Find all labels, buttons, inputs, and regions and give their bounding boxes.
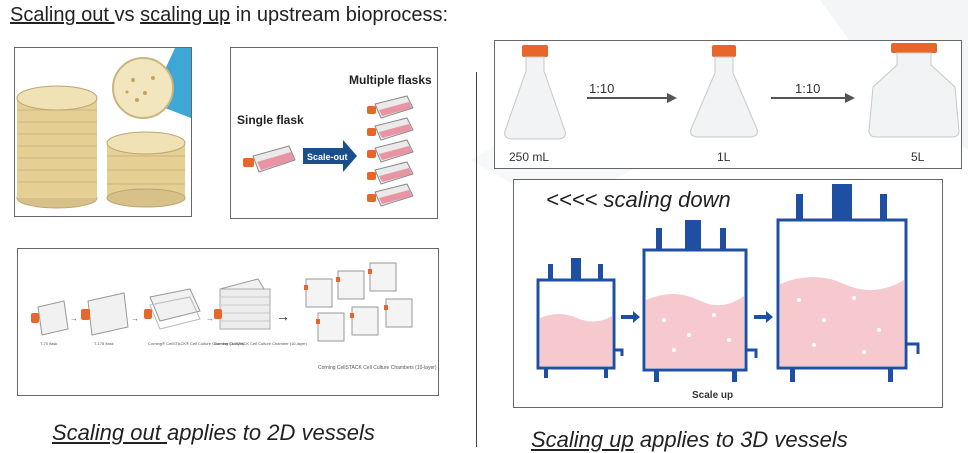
bioreactor-panel: <<<< scaling down (513, 179, 943, 408)
caption-left: Scaling out applies to 2D vessels (52, 420, 375, 446)
caption-right-rest: applies to 3D vessels (633, 427, 848, 452)
title-rest: in upstream bioprocess: (230, 4, 449, 26)
scale-out-arrow-label: Scale-out (307, 152, 348, 162)
scale-up-arrow-1 (621, 311, 640, 323)
small-bioreactor-icon (536, 258, 624, 378)
scale-up-label: Scale up (692, 390, 733, 401)
t75-flask-icon (31, 300, 69, 336)
title-scaling-out: Scaling out (10, 4, 115, 26)
flask-1l-icon (690, 45, 758, 138)
flask-label-1: T-75 flask (40, 341, 57, 346)
petri-dish-stack-left (16, 85, 98, 209)
volume-label-5l: 5L (911, 150, 925, 164)
caption-right: Scaling up applies to 3D vessels (531, 427, 848, 453)
petri-dish-image (16, 48, 191, 209)
ratio-arrow-1 (587, 93, 677, 103)
erlenmeyer-panel: 1:10 1:10 250 mL 1L 5L (494, 40, 962, 169)
flask-label-4: Corning CellSTACK Cell Culture Chamber (… (214, 341, 308, 346)
svg-text:→: → (276, 308, 290, 324)
vertical-divider (476, 72, 477, 447)
ratio-label-1: 1:10 (589, 81, 614, 96)
svg-text:→: → (131, 314, 139, 323)
svg-text:→: → (70, 314, 78, 323)
flask-label-3: Corning® CellSTACK® Cell Culture Chamber… (148, 341, 245, 346)
cellstack-chambers-icon (304, 262, 413, 342)
page-title: Scaling out vs scaling up in upstream bi… (10, 4, 448, 27)
petri-dish-hand (112, 48, 191, 119)
bioreactor-image: <<<< scaling down (536, 184, 920, 401)
flask-sequence-panel: T-75 flask → T-175 flask → Corning® Cell… (17, 248, 439, 396)
petri-dish-panel (14, 47, 192, 217)
large-bioreactor-icon (776, 184, 920, 382)
ratio-arrow-2 (771, 93, 855, 103)
scale-out-flasks-panel: Single flask Multiple flasks Scale-out (230, 47, 438, 219)
caption-right-underlined: Scaling up (531, 427, 634, 452)
ratio-label-2: 1:10 (795, 81, 820, 96)
flask-label-5: Corning CellSTACK Cell Culture Chambers … (318, 365, 437, 371)
erlenmeyer-image: 1:10 1:10 250 mL 1L 5L (504, 43, 960, 164)
svg-text:→: → (206, 314, 214, 323)
multiple-flasks-stack (367, 95, 414, 207)
volume-label-1l: 1L (717, 150, 731, 164)
flask-label-2: T-175 flask (94, 341, 114, 346)
flask-sequence-image: T-75 flask → T-175 flask → Corning® Cell… (31, 262, 437, 371)
caption-left-underlined: Scaling out (52, 420, 167, 445)
single-flask-label: Single flask (237, 113, 304, 127)
title-vs: vs (114, 4, 141, 26)
title-scaling-up: scaling up (140, 4, 231, 26)
medium-bioreactor-icon (642, 220, 758, 382)
cellstack-1-layer-icon (144, 288, 201, 330)
scale-out-flasks-image: Single flask Multiple flasks Scale-out (237, 73, 432, 207)
single-flask-icon (243, 145, 296, 173)
cellstack-10-layer-icon (214, 278, 271, 330)
flask-250ml-icon (504, 45, 566, 140)
scaling-down-label: <<<< scaling down (546, 187, 731, 212)
scale-out-arrow: Scale-out (303, 140, 357, 172)
flask-5l-icon (868, 43, 960, 138)
caption-left-rest: applies to 2D vessels (166, 420, 375, 445)
multiple-flasks-label: Multiple flasks (349, 73, 432, 87)
volume-label-250ml: 250 mL (509, 150, 549, 164)
t175-flask-icon (81, 292, 129, 336)
petri-dish-stack-right (106, 131, 186, 208)
scale-up-arrow-2 (754, 311, 773, 323)
